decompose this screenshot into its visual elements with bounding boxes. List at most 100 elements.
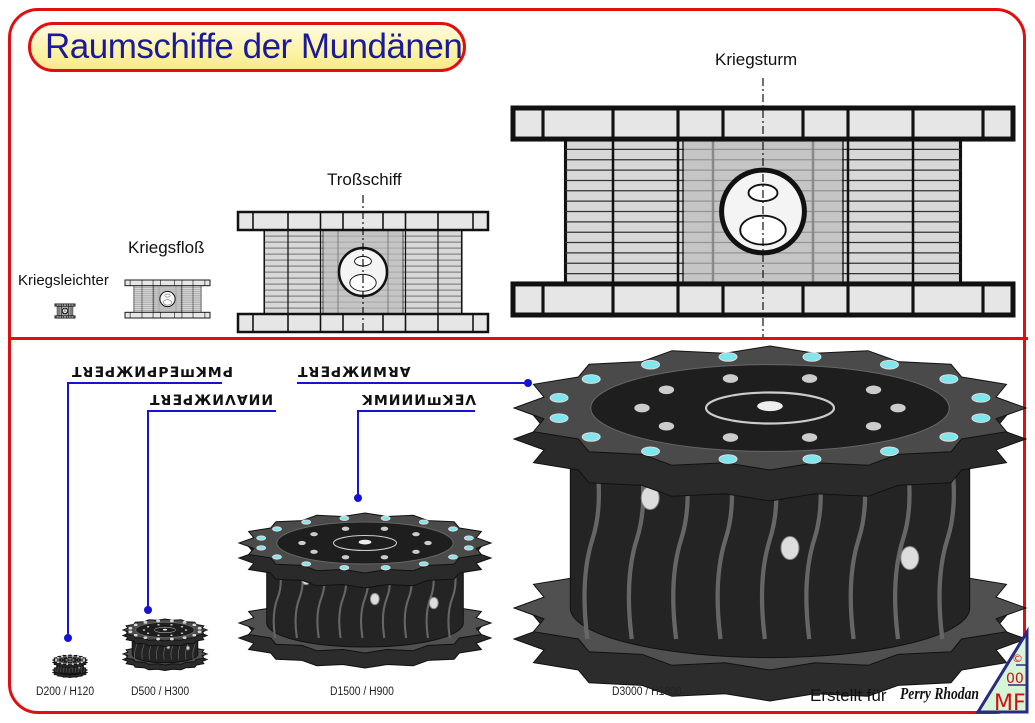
hull-window [900,545,920,571]
deck-hatch [412,549,420,554]
signal-light [66,655,69,657]
signal-light [272,526,282,532]
deck-hatch [62,661,64,662]
deck-hatch [722,433,739,442]
hull-band [54,315,76,319]
signal-light [197,626,202,630]
dimension-kriegsturm: D3000 / H1800 [612,686,682,698]
dimension-kriegsleichter: D200 / H120 [36,686,95,698]
deck-ring [154,627,176,633]
signal-light [939,432,959,442]
kriegsturm-3d [512,345,1028,702]
signal-light [802,454,822,464]
signal-light [182,621,187,624]
deck-hatch [380,526,389,531]
signal-light [718,352,738,362]
trossschiff-3d [237,512,493,669]
signal-light [76,662,80,665]
signal-light [448,554,458,560]
deck-hatch [157,634,160,637]
signal-light [301,519,312,525]
signal-light [380,565,391,571]
deck-hatch [658,385,675,395]
deck-hatch [72,657,74,658]
hull-band [124,311,211,319]
signal-light [60,655,64,658]
credit-text: Erstellt für [810,686,887,705]
hull-window [428,596,439,610]
deck-hatch [722,374,739,383]
signal-light [143,621,148,624]
signal-light [641,359,660,370]
deck-hatch [60,659,63,661]
leader-dot [64,634,72,642]
deck-hatch [76,658,78,659]
deck-hatch [76,661,78,662]
signal-light [66,663,69,665]
deck-dome [358,539,372,545]
signal-light [718,454,738,464]
deck-ring [65,658,75,662]
deck-hatch [865,385,882,395]
signal-light [339,515,350,521]
deck-hatch [801,374,818,383]
leader-dot [354,494,362,502]
deck-hatch [180,625,184,628]
portal-ellipse [63,311,67,314]
signal-light [192,623,197,627]
signal-light [71,663,74,665]
hull-window [369,592,380,606]
signal-light [192,633,197,637]
deck-hatch [412,532,420,537]
signal-light [939,374,959,384]
deck-hatch [298,540,306,546]
deck-hatch [157,623,160,626]
deck-ring [704,391,836,425]
deck-hatch [310,532,318,537]
leader-line [67,382,222,638]
deck-hatch [890,403,906,413]
deck-hatch [146,632,150,635]
signal-light [301,561,312,567]
signal-light [82,659,86,662]
deck-hatch [66,657,68,658]
page-title: Raumschiffe der Mundänen [28,22,466,72]
signal-light [80,656,83,659]
deck-dome [162,628,168,631]
signal-light [418,519,429,525]
signal-light [463,545,474,551]
deck-hatch [658,421,675,431]
deck-hatch [341,555,350,560]
kriegsfloss-3d [121,618,209,672]
signal-light [641,446,660,457]
deck-hatch [801,433,818,442]
signal-light [128,630,133,634]
label-kriegsturm: Kriegsturm [715,50,798,69]
deck-hatch [170,623,173,626]
hull-window [185,645,190,651]
deck-hatch [865,421,882,431]
deck-hatch [380,555,389,560]
label-kriegsleichter: Kriegsleichter [18,272,109,289]
signal-light [156,619,161,623]
signal-light [197,630,202,634]
brand-logo: Perry Rhodan [900,684,979,703]
deck-hatch [146,625,150,628]
deck-hatch [142,629,146,631]
kriegsleichter-3d [51,654,89,679]
signal-light [54,659,58,662]
deck-hatch [184,629,188,631]
signal-light [133,633,138,637]
signal-light [418,561,429,567]
signal-light [549,413,569,424]
alien-label-kriegsfloss: ꓕꓤƎꓒЖИꓥꓯИИ [150,393,275,409]
signal-light [272,554,282,560]
signal-light [339,565,350,571]
page-frame [8,8,1026,714]
signal-light [57,661,60,664]
signal-light [156,637,161,641]
signal-light [54,658,58,661]
signal-light [57,656,60,659]
deck-hatch [310,549,318,554]
